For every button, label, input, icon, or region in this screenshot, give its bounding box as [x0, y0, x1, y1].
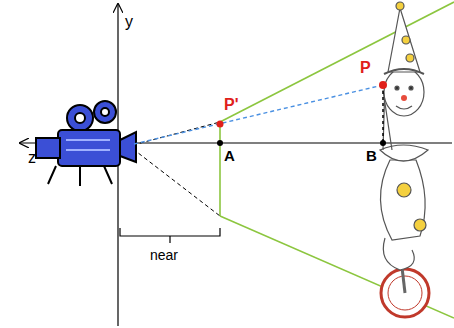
height-line [382, 85, 384, 143]
point-label: B [366, 148, 377, 163]
point-label: P [360, 60, 371, 76]
view-frustum [220, 2, 454, 318]
axis-label: y [125, 14, 133, 30]
point-label: P' [224, 97, 238, 113]
dimension-label: near [150, 248, 178, 262]
axis-label: z [28, 150, 36, 166]
point-dot [217, 121, 224, 128]
camera-icon [36, 101, 136, 186]
point-dot [379, 81, 387, 89]
near-bracket [120, 228, 220, 243]
frustum-projection-lines [133, 122, 220, 216]
clown-figure [380, 2, 429, 317]
point-label: A [224, 148, 235, 163]
projection-ray [134, 85, 383, 144]
point-dot [217, 140, 223, 146]
point-dot [380, 140, 386, 146]
